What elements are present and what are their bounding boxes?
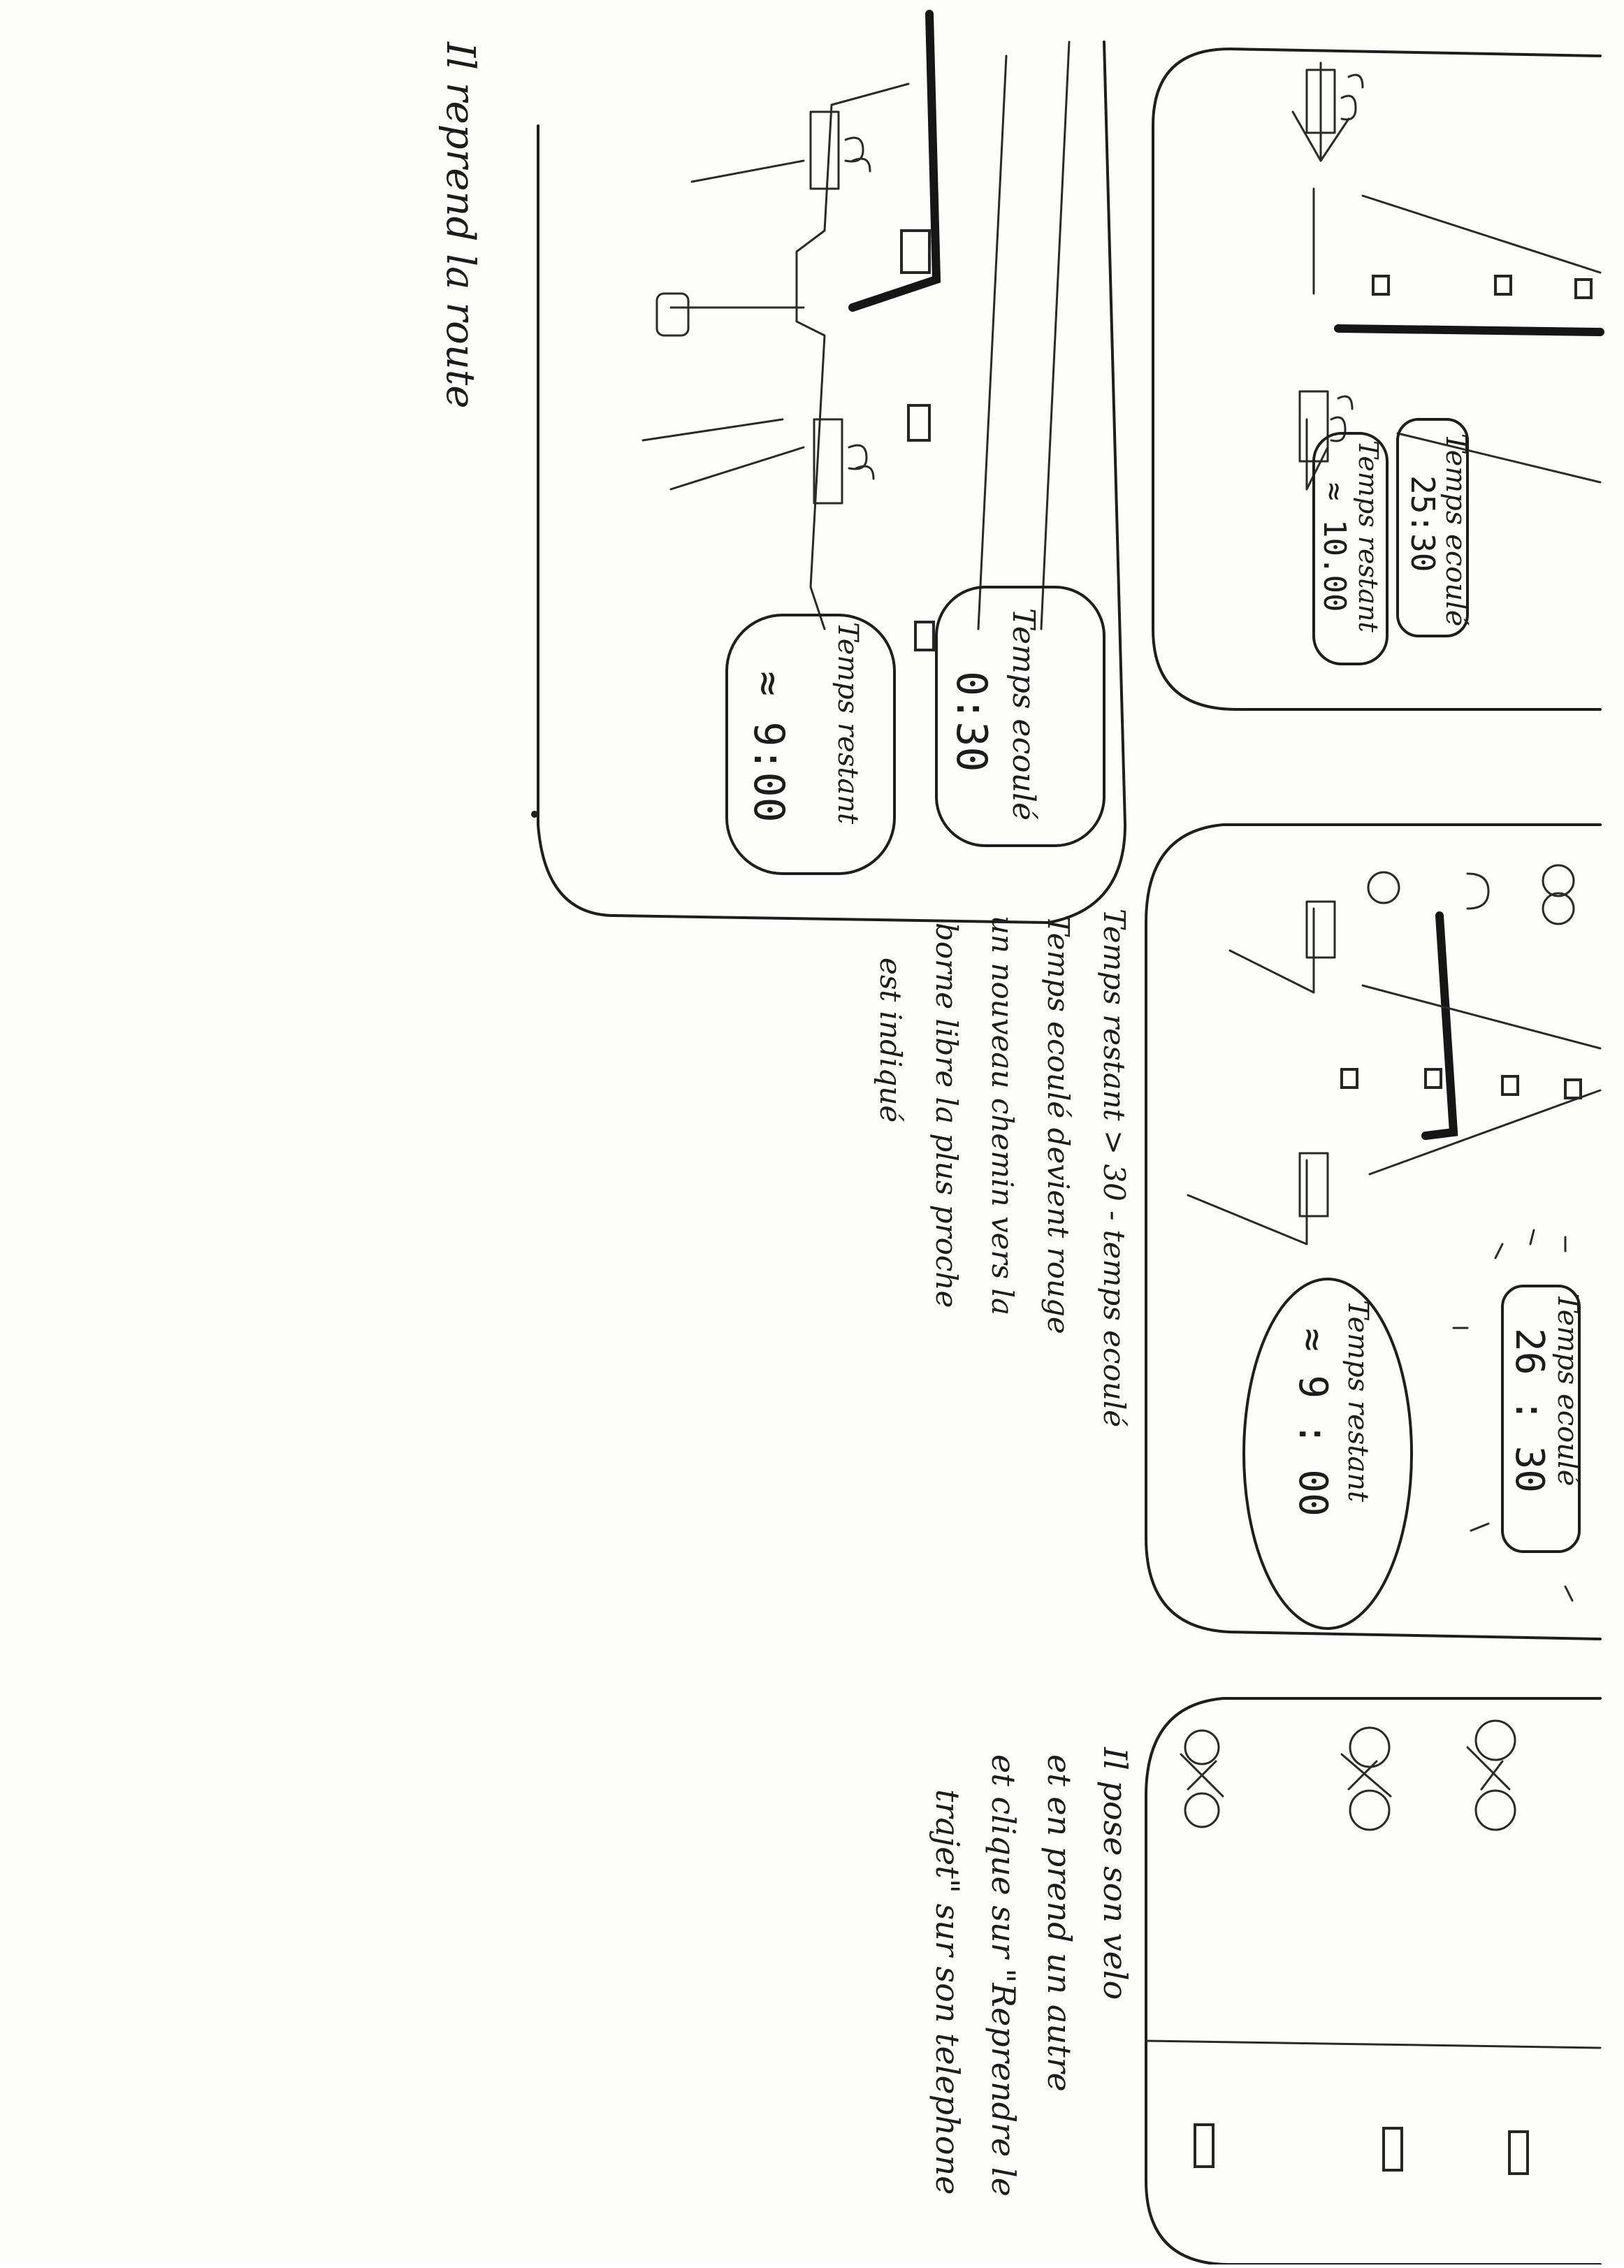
panel-3-lane-dashes bbox=[1194, 2123, 1529, 2175]
panel-1-frame bbox=[1152, 48, 1602, 711]
panel-2-route-line bbox=[1421, 911, 1458, 1140]
panel-1-road-edge bbox=[1361, 194, 1602, 274]
panel-2-frame bbox=[1145, 823, 1602, 1640]
panel-4-remaining-label: Temps restant bbox=[832, 622, 864, 825]
panel-1-remaining-box: Temps restant ≈ 10.00 bbox=[1312, 432, 1389, 665]
panel-2-caption-line-3: un nouveau chemin vers la bbox=[985, 916, 1020, 1315]
panel-2-caption-line-5: est indiqué bbox=[873, 958, 908, 1122]
panel-4-bike-station-icon-2 bbox=[813, 418, 875, 505]
panel-4-route-path bbox=[795, 82, 910, 630]
panel-1: Temps ecoulé 25:30 Temps restant ≈ 10.00 bbox=[1152, 48, 1604, 711]
panel-2-road-edge-2 bbox=[1368, 1089, 1602, 1176]
pencil-dot bbox=[531, 811, 538, 818]
panel-1-trees bbox=[1291, 62, 1350, 491]
panel-4-lane-dashes bbox=[900, 229, 935, 651]
panel-3-caption-line-2: et en prend un autre bbox=[1041, 1754, 1078, 2092]
panel-4-caption: Il reprend la route bbox=[437, 41, 483, 409]
panel-4-trees bbox=[641, 159, 805, 491]
panel-2-caption: Temps restant > 30 - temps ecoulé Temps … bbox=[873, 909, 1131, 1427]
panel-4-station-marker bbox=[655, 292, 690, 337]
panel-2-road-edge bbox=[1361, 984, 1602, 1050]
panel-3-caption-line-3: et clique sur "Reprendre le bbox=[985, 1754, 1022, 2197]
panel-2-bike-icons bbox=[1298, 864, 1575, 1218]
panel-1-road-edge-2 bbox=[1396, 432, 1602, 484]
panel-2-caption-line-4: borne libre la plus proche bbox=[929, 923, 964, 1308]
panel-2-remaining-value: ≈ 9 : 00 bbox=[1290, 1328, 1335, 1517]
panel-3-frame bbox=[1145, 1697, 1602, 2266]
panel-3-caption-line-1: Il pose son velo bbox=[1096, 1747, 1134, 2000]
panel-2-elapsed-label: Temps ecoulé bbox=[1551, 1293, 1583, 1486]
panel-4-elapsed-box: Temps ecoulé 0:30 bbox=[935, 586, 1105, 847]
panel-1-remaining-label: Temps restant bbox=[1353, 440, 1384, 633]
panel-2-elapsed-value: 26 : 30 bbox=[1507, 1328, 1552, 1493]
panel-4-frame bbox=[537, 41, 1126, 924]
panel-1-bike-station-icon bbox=[1305, 68, 1364, 134]
panel-3-road-edge bbox=[1145, 2039, 1602, 2049]
panel-4: Temps ecoulé 0:30 Temps restant ≈ 9:00 I… bbox=[437, 10, 1126, 924]
panel-2-caption-line-1: Temps restant > 30 - temps ecoulé bbox=[1097, 909, 1131, 1427]
panel-3-caption: Il pose son velo et en prend un autre et… bbox=[929, 1747, 1134, 2197]
panel-4-route-line bbox=[848, 10, 941, 312]
panel-4-road-edge bbox=[977, 55, 1008, 630]
panel-1-lane-dashes bbox=[1372, 275, 1593, 299]
panel-3-caption-line-4: trajet" sur son telephone bbox=[929, 1789, 966, 2195]
panel-4-elapsed-value: 0:30 bbox=[947, 671, 996, 772]
panel-3-bike-icons bbox=[1180, 1719, 1516, 1831]
panel-2-highlight-marks bbox=[1452, 1229, 1574, 1602]
panel-4-road-edge-2 bbox=[1040, 41, 1071, 630]
panel-1-route-line bbox=[1334, 324, 1604, 336]
panel-1-remaining-value: ≈ 10.00 bbox=[1317, 482, 1352, 612]
panel-2: Temps ecoulé 26 : 30 Temps restant ≈ 9 :… bbox=[873, 823, 1602, 1640]
panel-2-remaining-box: Temps restant ≈ 9 : 00 bbox=[1242, 1278, 1413, 1630]
panel-1-elapsed-value: 25:30 bbox=[1404, 475, 1442, 572]
panel-1-elapsed-box: Temps ecoulé 25:30 bbox=[1396, 418, 1472, 637]
panel-4-remaining-value: ≈ 9:00 bbox=[744, 671, 793, 823]
panel-2-remaining-label: Temps restant bbox=[1342, 1300, 1374, 1503]
panel-2-caption-line-2: Temps ecoulé devient rouge bbox=[1041, 916, 1075, 1334]
panel-4-elapsed-label: Temps ecoulé bbox=[1006, 608, 1041, 821]
panel-2-trees bbox=[1187, 907, 1315, 1245]
panel-4-remaining-box: Temps restant ≈ 9:00 bbox=[725, 614, 896, 875]
panel-1-elapsed-label: Temps ecoulé bbox=[1440, 433, 1472, 626]
panel-2-elapsed-box: Temps ecoulé 26 : 30 bbox=[1501, 1285, 1583, 1553]
panel-4-bike-station-icon bbox=[809, 110, 871, 190]
panel-3: Il pose son velo et en prend un autre et… bbox=[929, 1697, 1602, 2266]
panel-2-lane-dashes bbox=[1340, 1068, 1582, 1099]
